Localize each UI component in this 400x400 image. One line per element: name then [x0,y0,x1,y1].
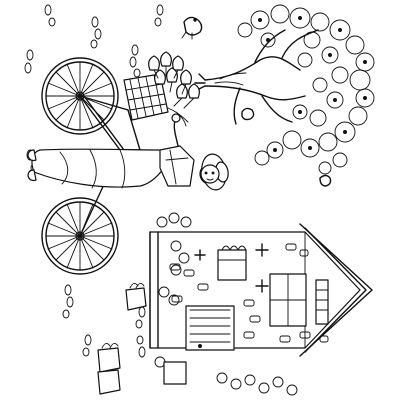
bird-icon [181,16,203,40]
bicycle [41,57,169,275]
stepping-stones [24,4,164,358]
blossom-tree [194,4,375,187]
girl-figure [27,113,229,191]
flower-pots [97,283,187,395]
cottage [149,212,373,396]
tulip-bouquet [148,51,200,127]
